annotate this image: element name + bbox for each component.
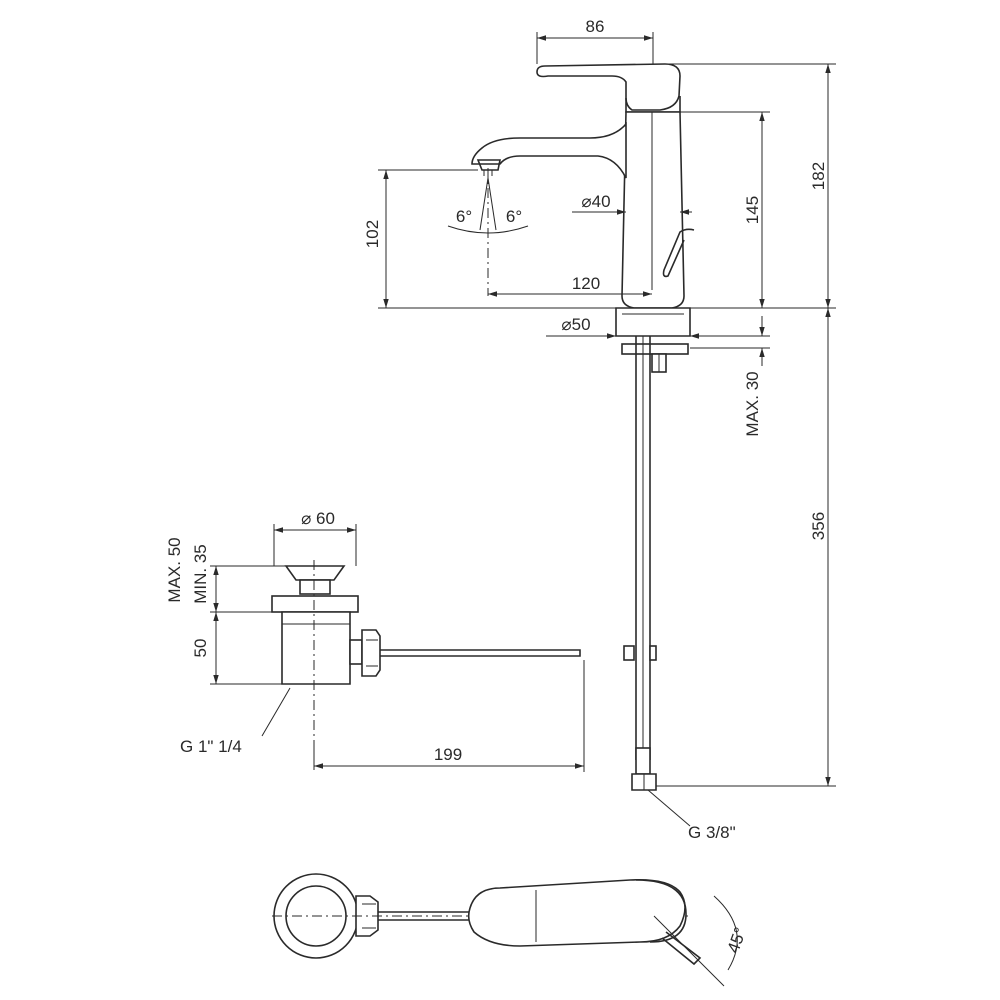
dim-body-height: 145 <box>743 196 762 224</box>
spray-angle-right: 6° <box>506 207 522 226</box>
dim-lever-angle: 45° <box>724 925 751 956</box>
dim-waste-diameter: ⌀ 60 <box>301 509 335 528</box>
dim-total-height: 182 <box>809 162 828 190</box>
faucet-dimensions: 86 182 145 102 6° 6° ⌀40 120 ⌀50 <box>363 17 836 842</box>
spray-angle-left: 6° <box>456 207 472 226</box>
popup-lever <box>662 228 695 278</box>
waste-cap <box>284 565 346 581</box>
faucet-spout <box>471 121 627 179</box>
popup-rod <box>380 649 581 657</box>
faucet-base <box>615 307 691 337</box>
waste-flange <box>271 595 359 613</box>
dim-spout-reach: 120 <box>572 274 600 293</box>
dim-waste-max: MAX. 50 <box>165 537 184 602</box>
dim-waste-min: MIN. 35 <box>191 544 210 604</box>
dim-waste-height: 50 <box>191 639 210 658</box>
supply-thread-label: G 3/8" <box>688 823 736 842</box>
faucet-handle <box>536 63 681 111</box>
top-view: 45° <box>272 873 751 987</box>
handle-top-view <box>467 878 686 947</box>
faucet-body <box>621 111 685 309</box>
waste-dimensions: ⌀ 60 MAX. 50 MIN. 35 50 G 1" 1/4 199 <box>165 509 585 772</box>
waste-assembly <box>271 560 581 770</box>
dim-handle-width: 86 <box>586 17 605 36</box>
waste-thread-label: G 1" 1/4 <box>180 737 242 756</box>
dim-spout-height: 102 <box>363 220 382 248</box>
dim-base-diameter: ⌀50 <box>561 315 590 334</box>
dim-rod-length: 199 <box>434 745 462 764</box>
dim-max-deck: MAX. 30 <box>743 371 762 436</box>
dim-body-diameter: ⌀40 <box>581 192 610 211</box>
faucet-side-view <box>447 63 695 791</box>
dim-hose-length: 356 <box>809 512 828 540</box>
waste-body <box>281 611 351 685</box>
